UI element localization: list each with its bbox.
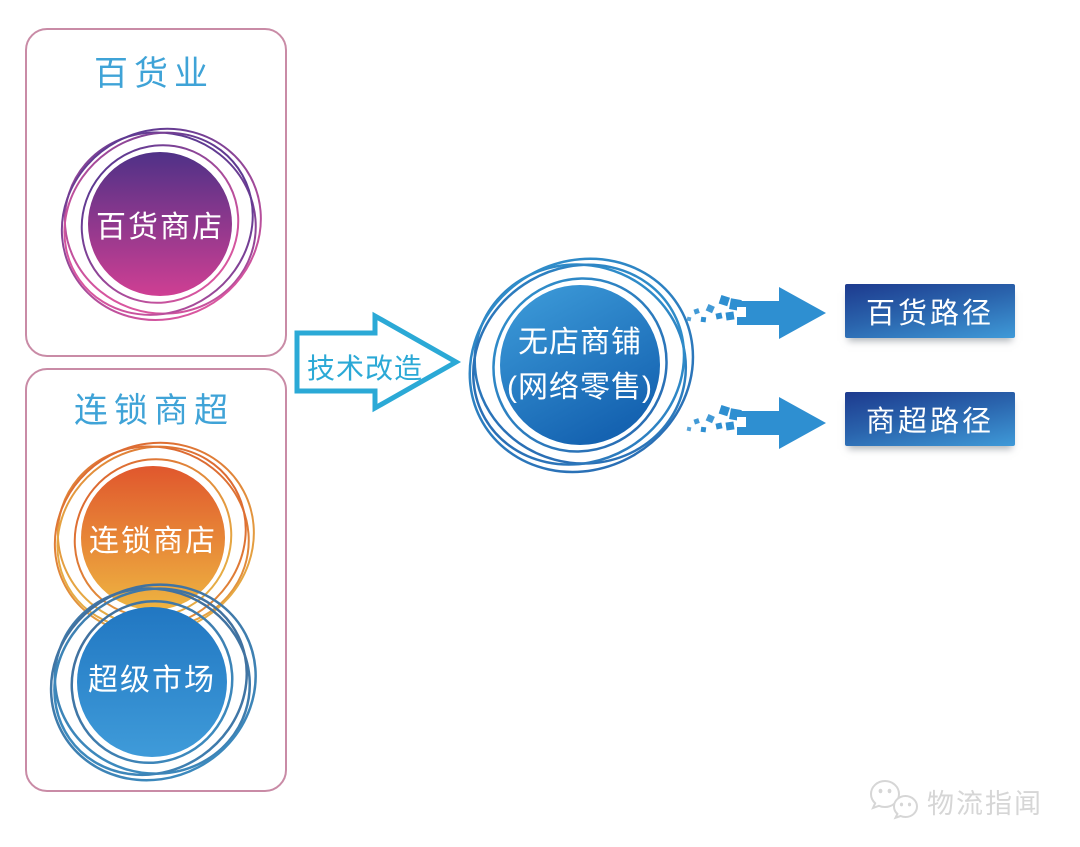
chain-path-label: 商超路径: [865, 406, 994, 438]
supermarket-node: 超级市场: [32, 562, 272, 802]
wechat-chat-bubbles-icon: [869, 779, 919, 820]
department-industry-title: 百货业: [94, 55, 214, 93]
chain-super-group-box: [25, 368, 287, 792]
sketch-circles-center-blue: [468, 257, 695, 474]
transform-arrow: 技术改造: [292, 310, 464, 416]
pixel-arrow-department: [685, 284, 830, 342]
department-store-node: 百货商店: [40, 104, 280, 344]
sketch-circles-blue: [49, 583, 257, 782]
outline-arrow-right-icon: [294, 311, 462, 413]
supermarket-label: 超级市场: [88, 664, 216, 697]
transform-arrow-label: 技术改造: [306, 353, 423, 384]
watermark-text: 物流指闻: [927, 788, 1043, 819]
department-path-label: 百货路径: [865, 298, 994, 330]
chain-store-label: 连锁商店: [89, 525, 217, 558]
department-path-box: 百货路径: [845, 284, 1015, 338]
sketch-circles-purple: [60, 127, 262, 322]
department-store-label: 百货商店: [96, 211, 224, 244]
pixel-trail-arrow-right-icon: [686, 287, 826, 339]
chain-super-title: 连锁商超: [74, 392, 234, 430]
online-retail-label-line2: (网络零售): [507, 371, 653, 404]
watermark: 物流指闻: [868, 778, 1043, 824]
online-retail-label: 无店商铺 (网络零售): [450, 235, 710, 495]
online-retail-node: 无店商铺 (网络零售): [450, 235, 710, 495]
online-retail-label-line1: 无店商铺: [518, 326, 642, 359]
department-industry-group-box: [25, 28, 287, 357]
chain-path-box: 商超路径: [845, 392, 1015, 446]
pixel-arrow-chain: [685, 394, 830, 452]
pixel-trail-arrow-right-icon: [686, 397, 826, 449]
